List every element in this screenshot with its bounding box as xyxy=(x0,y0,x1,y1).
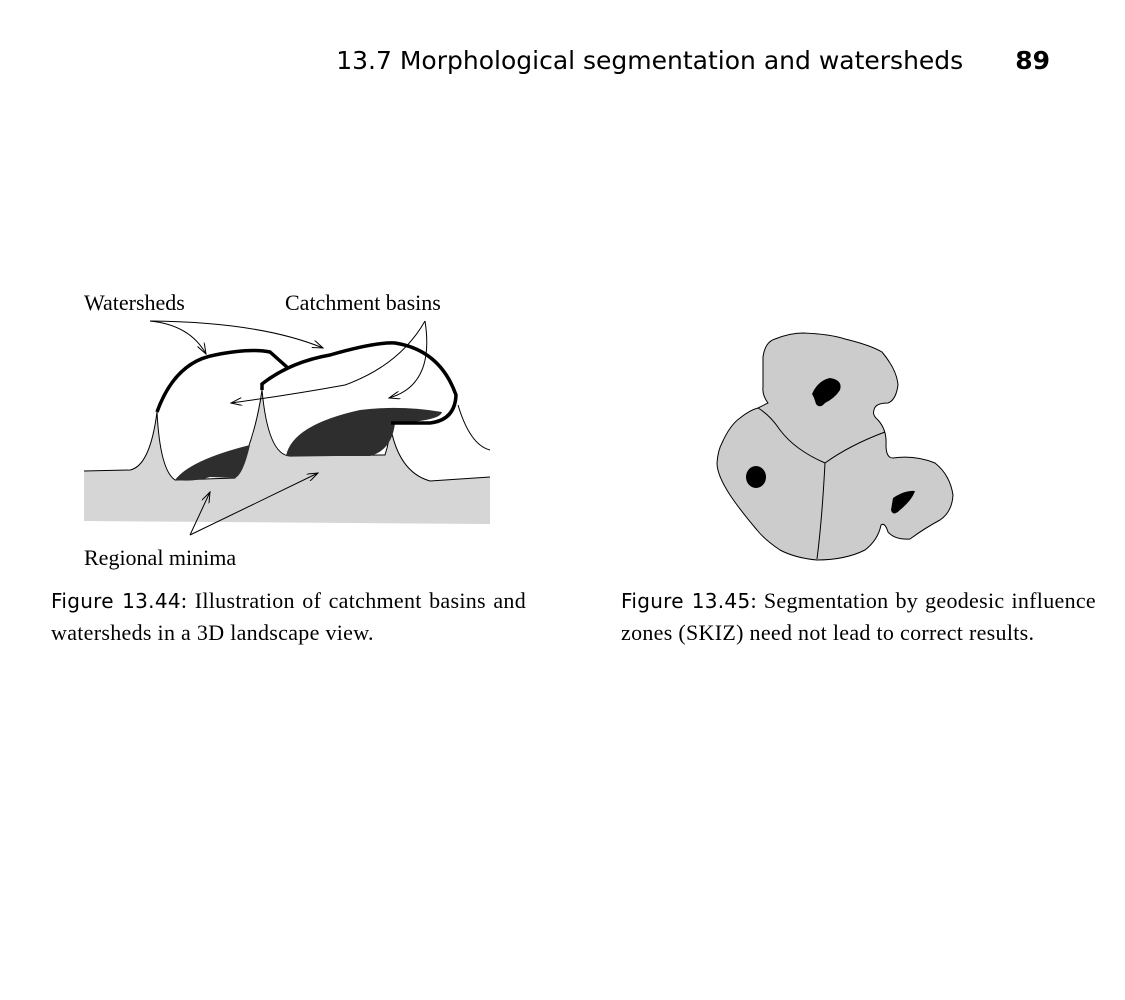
minimum-blob-left xyxy=(746,466,766,488)
figure-label: Figure 13.45 xyxy=(621,589,751,613)
skiz-boundary-lines xyxy=(757,407,886,560)
running-header: 13.7 Morphological segmentation and wate… xyxy=(0,46,1050,75)
ground-surface xyxy=(84,390,490,524)
section-title: 13.7 Morphological segmentation and wate… xyxy=(336,46,964,75)
label-watersheds: Watersheds xyxy=(84,290,185,315)
minimum-blob-right xyxy=(891,490,915,514)
minimum-blob-top xyxy=(812,378,841,407)
page-number: 89 xyxy=(1015,46,1050,75)
figure-13-44-caption: Figure 13.44: Illustration of catchment … xyxy=(51,585,526,648)
figure-label: Figure 13.44 xyxy=(51,589,181,613)
regional-minimum-left xyxy=(175,445,250,481)
regional-minimum-right xyxy=(286,407,442,456)
watershed-line-left xyxy=(155,348,290,413)
caption-text: : Segmentation by geodesic influence zon… xyxy=(621,588,1096,645)
caption-text: : Illustration of catchment basins and w… xyxy=(51,588,526,645)
annotation-arrows xyxy=(149,320,428,536)
label-regional-minima: Regional minima xyxy=(84,545,237,570)
segmented-region xyxy=(716,332,954,561)
watershed-line-right xyxy=(260,341,458,425)
figure-13-45-caption: Figure 13.45: Segmentation by geodesic i… xyxy=(621,585,1096,648)
label-catchment-basins: Catchment basins xyxy=(285,290,441,315)
